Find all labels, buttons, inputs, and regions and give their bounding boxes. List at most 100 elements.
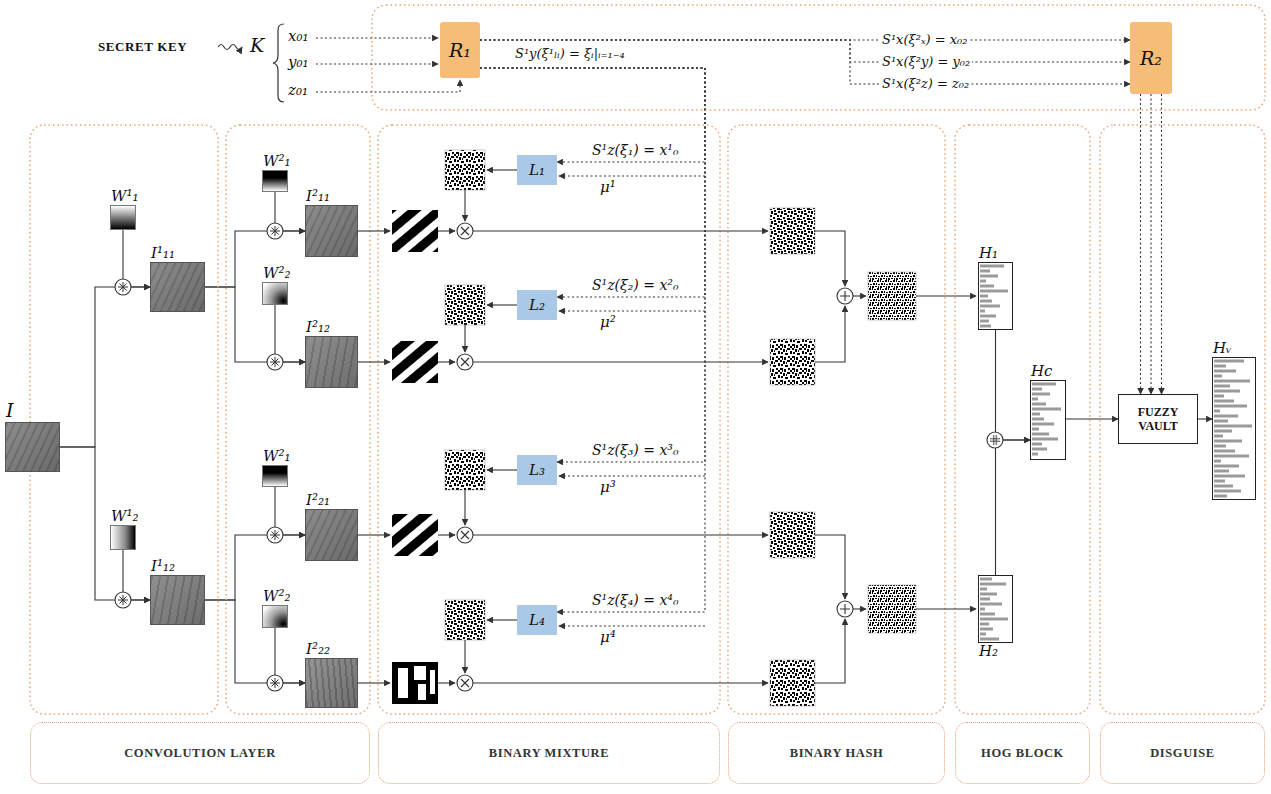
connector <box>1140 94 1141 394</box>
connector-group <box>60 40 1212 683</box>
node-label: W²₂ <box>263 588 290 605</box>
flow-line <box>464 490 465 525</box>
parameter-label: μ¹ <box>600 179 616 196</box>
node-label: I²₂₁ <box>306 492 330 509</box>
edge-label: S¹z(ξ₁) = x¹₀ <box>590 142 681 159</box>
key-component: z₀₁ <box>288 82 308 99</box>
node-label: I²₁₂ <box>306 319 330 336</box>
node-label: L₁ <box>529 161 545 179</box>
connector <box>275 305 305 362</box>
section-panel <box>728 125 945 714</box>
binary-image <box>392 514 438 556</box>
node-label: I <box>6 400 14 422</box>
node-label: H₂ <box>979 643 998 660</box>
mu-line <box>559 175 705 176</box>
chaotic-noise <box>445 450 485 490</box>
section-panel <box>226 125 370 714</box>
feature-map: I¹₁₂ <box>150 575 205 625</box>
histogram-box: Hᵥ <box>1212 357 1256 500</box>
node-label: L₃ <box>529 461 545 479</box>
connector <box>480 68 705 612</box>
section-panel <box>30 125 218 714</box>
flow-lines <box>358 170 976 683</box>
flow-line <box>853 295 866 296</box>
node-label: I¹₁₁ <box>151 245 175 262</box>
sum-operator <box>837 288 853 304</box>
logistic-map-box: L₁ <box>517 155 557 185</box>
section-label: BINARY HASH <box>728 722 945 784</box>
connector <box>1150 94 1151 394</box>
node-label: L₄ <box>529 611 545 629</box>
flow-line <box>438 230 455 231</box>
parameter-label: μ² <box>600 314 616 331</box>
connector <box>1161 94 1162 394</box>
filter-kernel: W²₂ <box>262 605 288 628</box>
key-lines <box>316 38 705 626</box>
flow-line <box>815 306 845 362</box>
connector <box>1066 418 1118 419</box>
combined-hash <box>868 272 916 320</box>
flow-line <box>916 295 976 296</box>
connector <box>60 287 150 447</box>
key-line <box>316 37 438 38</box>
key-line <box>316 63 438 64</box>
flow-line <box>916 608 976 609</box>
parameter-label: μ⁴ <box>600 629 616 646</box>
key-function-box: R₂ <box>1130 22 1172 94</box>
connector <box>60 447 150 600</box>
node-label: BINARY HASH <box>790 746 884 761</box>
chaotic-noise <box>445 600 485 640</box>
node-label: I¹₁₂ <box>151 558 175 575</box>
flow-line <box>358 230 390 231</box>
flow-line <box>473 361 768 362</box>
flow-line <box>487 619 517 620</box>
node-label: I²₁₁ <box>306 188 330 205</box>
section-panel <box>378 125 720 714</box>
node-label: W¹₂ <box>111 508 138 525</box>
edge-label: S¹x(ξ²ₓ) = x₀₂ <box>880 32 970 48</box>
mu-line <box>559 475 705 476</box>
multiply-operator <box>457 527 473 543</box>
section-panel <box>1100 125 1265 714</box>
convolution-operator <box>267 675 283 691</box>
node-label: Hc <box>1031 363 1052 380</box>
connector <box>996 330 1031 440</box>
section-label: CONVOLUTION LAYER <box>30 722 370 784</box>
feature-map: I¹₁₁ <box>150 262 205 312</box>
connector <box>480 68 705 162</box>
node-label: HOG BLOCK <box>981 746 1064 761</box>
flow-line <box>473 230 768 231</box>
connector <box>123 230 150 287</box>
chaotic-noise <box>445 150 485 190</box>
filter-kernel: W²₂ <box>262 282 288 305</box>
logistic-map-box: L₄ <box>517 605 557 635</box>
connector <box>205 287 305 362</box>
connector <box>205 600 305 683</box>
flow-line <box>487 469 517 470</box>
process-box: FUZZY VAULT <box>1118 394 1198 444</box>
edge-label: S¹z(ξ₂) = x²₀ <box>590 277 681 294</box>
node-label: R₁ <box>449 39 471 61</box>
binary-image <box>392 662 438 704</box>
node-label: H₁ <box>979 245 998 262</box>
flow-line <box>464 325 465 352</box>
node-label: W²₁ <box>263 448 290 465</box>
signal-label: S¹y(ξ¹ₗᵢ) = ξᵢ|ᵢ₌₁₋₄ <box>515 47 625 62</box>
hash-image <box>770 660 815 706</box>
filter-kernel: W²₁ <box>262 465 288 487</box>
node-label: FUZZY VAULT <box>1130 405 1186 434</box>
hash-image <box>770 512 815 558</box>
flow-line <box>853 608 866 609</box>
flow-line <box>358 682 390 683</box>
multiply-operator <box>457 675 473 691</box>
key-component: x₀₁ <box>288 28 309 45</box>
node-label: L₂ <box>529 296 545 314</box>
edge-label: S¹z(ξ₃) = x³₀ <box>590 442 681 459</box>
histogram <box>1032 384 1061 454</box>
connector <box>480 68 705 462</box>
section-panel <box>955 125 1090 714</box>
key-panel <box>372 5 1265 110</box>
convolution-operator <box>267 354 283 370</box>
